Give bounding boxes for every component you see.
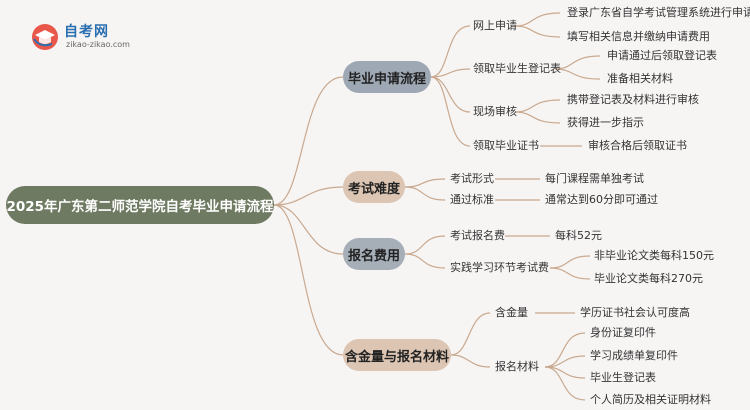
node-exam-format: 考试形式	[450, 172, 494, 185]
node-exam-fee: 考试报名费	[450, 229, 505, 242]
logo-title: 自考网	[64, 24, 109, 40]
node-practice-exam-fee: 实践学习环节考试费	[450, 261, 549, 274]
leaf-login-system: 登录广东省自学考试管理系统进行申请	[567, 6, 750, 19]
node-materials: 报名材料	[495, 360, 539, 373]
root-node: 2025年广东第二师范学院自考毕业申请流程	[6, 186, 274, 224]
leaf-further-instructions: 获得进一步指示	[567, 116, 644, 129]
branch-graduation-process: 毕业申请流程	[343, 61, 431, 93]
leaf-resume-proof: 个人简历及相关证明材料	[590, 393, 711, 406]
leaf-pass-60: 通常达到60分即可通过	[545, 193, 658, 206]
node-get-certificate: 领取毕业证书	[473, 139, 539, 152]
node-onsite-review: 现场审核	[473, 105, 517, 118]
leaf-certificate-after-review: 审核合格后领取证书	[588, 139, 687, 152]
leaf-fee-270: 毕业论文类每科270元	[594, 272, 703, 285]
node-pass-standard: 通过标准	[450, 193, 494, 206]
leaf-prepare-materials: 准备相关材料	[607, 72, 673, 85]
leaf-id-copy: 身份证复印件	[590, 326, 656, 339]
leaf-fee-150: 非毕业论文类每科150元	[594, 249, 714, 262]
graduation-cap-icon	[32, 24, 58, 50]
node-value: 含金量	[495, 306, 528, 319]
logo-subtitle: zikao-zikao.com	[66, 40, 130, 49]
leaf-fill-info-pay: 填写相关信息并缴纳申请费用	[567, 30, 710, 43]
node-get-registration-form: 领取毕业生登记表	[473, 62, 561, 75]
leaf-bring-form-review: 携带登记表及材料进行审核	[567, 93, 699, 106]
leaf-get-form-after-approval: 申请通过后领取登记表	[607, 49, 717, 62]
leaf-recognition: 学历证书社会认可度高	[580, 306, 690, 319]
node-online-application: 网上申请	[473, 19, 517, 32]
leaf-fee-52: 每科52元	[555, 229, 602, 242]
branch-value-and-materials: 含金量与报名材料	[343, 339, 451, 371]
leaf-transcript-copy: 学习成绩单复印件	[590, 349, 678, 362]
leaf-graduate-form: 毕业生登记表	[590, 371, 656, 384]
branch-registration-fees: 报名费用	[343, 238, 405, 270]
site-logo[interactable]: 自考网 zikao-zikao.com	[30, 18, 170, 58]
leaf-separate-exams: 每门课程需单独考试	[545, 172, 644, 185]
branch-exam-difficulty: 考试难度	[343, 171, 405, 203]
